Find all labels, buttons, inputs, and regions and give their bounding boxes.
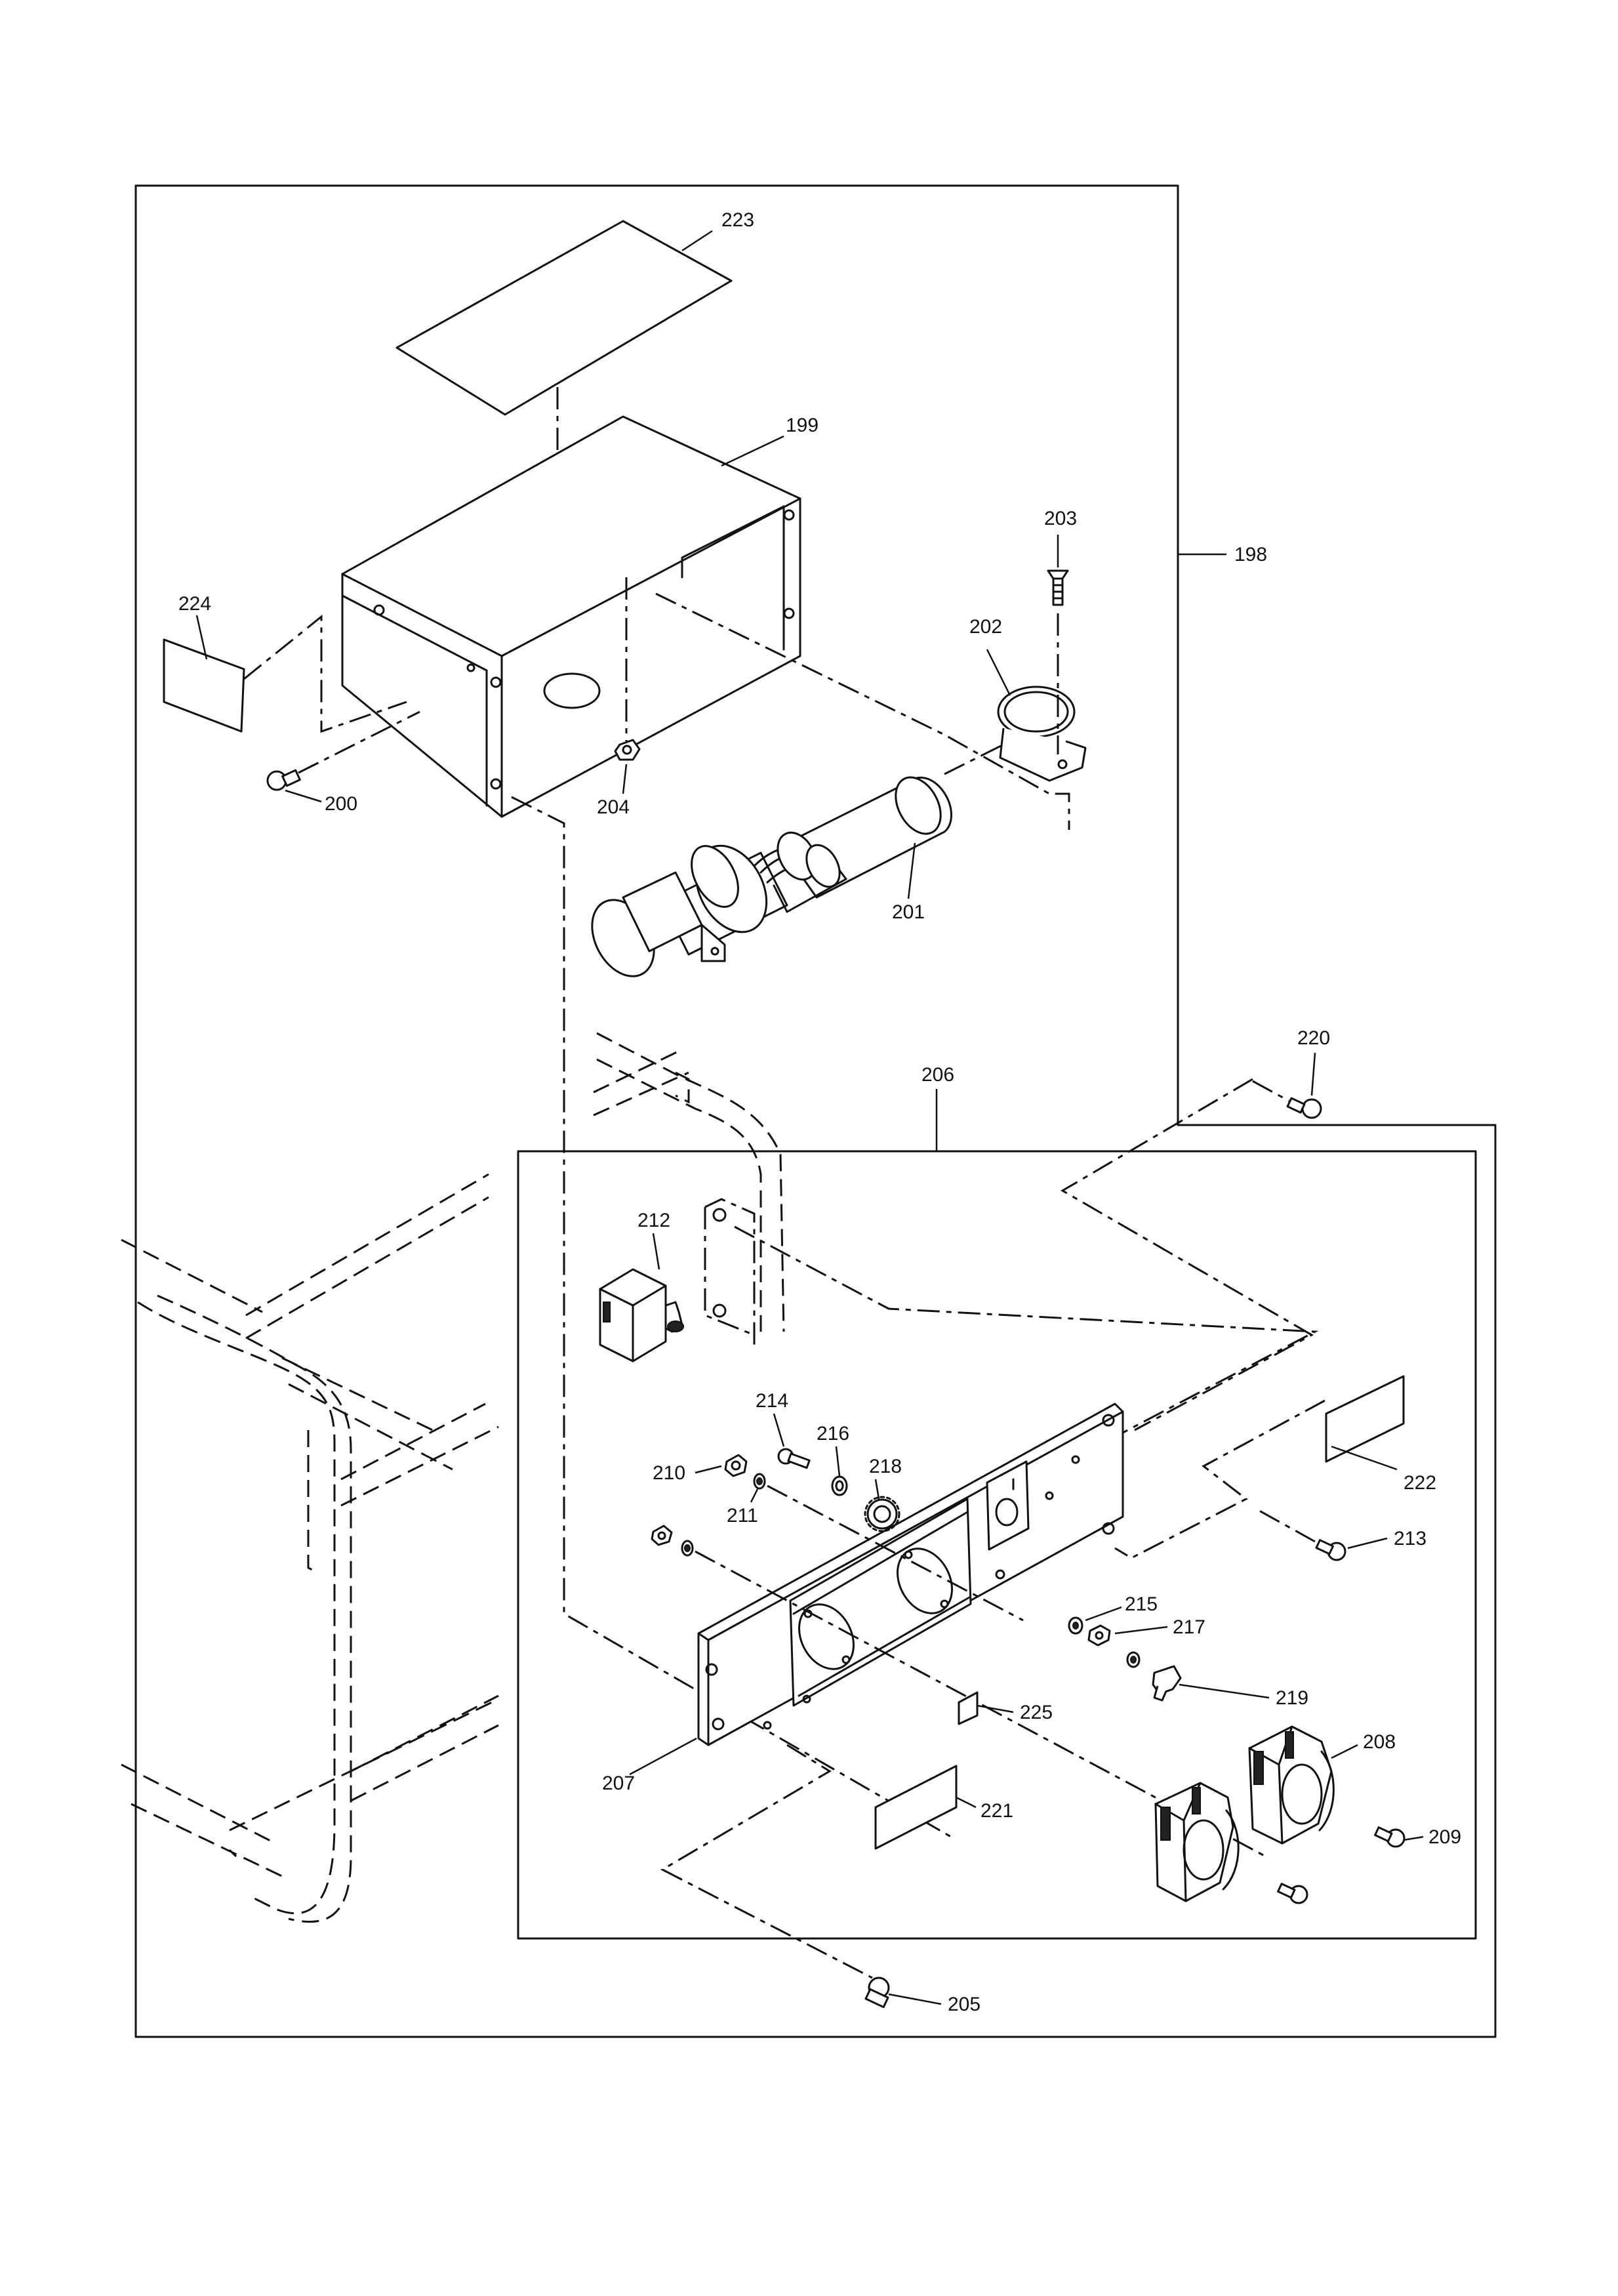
label-224 xyxy=(163,638,245,733)
capacitor-box-199 xyxy=(341,415,801,818)
nut-210 xyxy=(724,1454,748,1477)
callout-215: 215 xyxy=(1125,1593,1158,1615)
washer-215 xyxy=(1068,1616,1083,1635)
callout-222: 222 xyxy=(1404,1472,1436,1494)
callout-213: 213 xyxy=(1394,1528,1426,1549)
screw-200 xyxy=(266,769,301,791)
washer-211 xyxy=(753,1473,766,1490)
callout-223: 223 xyxy=(721,209,754,231)
callout-221: 221 xyxy=(981,1800,1013,1822)
callout-labels: 223 199 198 203 202 224 200 204 201 220 … xyxy=(178,209,1461,2015)
callout-200: 200 xyxy=(325,793,357,815)
outlet-208 xyxy=(1248,1725,1335,1845)
label-222 xyxy=(1325,1375,1405,1463)
callout-204: 204 xyxy=(597,796,630,818)
callout-207: 207 xyxy=(602,1773,635,1794)
callout-198: 198 xyxy=(1234,544,1267,565)
callout-219: 219 xyxy=(1276,1687,1308,1709)
screw-209-lower xyxy=(1277,1883,1308,1904)
callout-210: 210 xyxy=(653,1462,685,1484)
outlet-208-lower xyxy=(1154,1782,1240,1902)
gear-washer-218 xyxy=(864,1496,900,1532)
callout-217: 217 xyxy=(1173,1616,1205,1638)
screw-214 xyxy=(777,1448,811,1469)
label-225 xyxy=(958,1691,979,1725)
callout-214: 214 xyxy=(756,1390,788,1412)
screw-220 xyxy=(1286,1097,1322,1119)
circuit-breaker-212 xyxy=(599,1268,684,1363)
callout-203: 203 xyxy=(1044,508,1077,529)
callout-209: 209 xyxy=(1428,1826,1461,1848)
label-sheet-223 xyxy=(395,220,733,416)
callout-208: 208 xyxy=(1363,1731,1396,1753)
callout-212: 212 xyxy=(637,1210,670,1231)
callout-201: 201 xyxy=(892,901,925,923)
assembly-206-boundary xyxy=(517,1150,1477,1940)
callout-206: 206 xyxy=(921,1064,954,1086)
clamp-202 xyxy=(997,686,1087,782)
callout-202: 202 xyxy=(969,616,1002,638)
screw-213 xyxy=(1315,1539,1346,1561)
label-221 xyxy=(874,1765,958,1850)
ground-terminal-219 xyxy=(1152,1665,1182,1702)
spacer-216 xyxy=(831,1475,848,1496)
callout-225: 225 xyxy=(1020,1702,1053,1723)
callout-218: 218 xyxy=(869,1456,902,1477)
control-panel-207 xyxy=(697,1403,1124,1746)
callout-199: 199 xyxy=(786,415,819,436)
capacitor-201 xyxy=(591,776,952,977)
screw-209 xyxy=(1374,1826,1406,1848)
nut-217 xyxy=(1087,1624,1111,1647)
generator-frame-outline xyxy=(121,1032,785,1923)
callout-211: 211 xyxy=(727,1505,758,1527)
callout-205: 205 xyxy=(948,1994,981,2015)
assembly-198-boundary xyxy=(134,184,1497,2038)
callout-224: 224 xyxy=(178,593,211,615)
screw-203 xyxy=(1047,569,1069,606)
callout-216: 216 xyxy=(817,1423,849,1445)
nut-204 xyxy=(614,739,641,761)
screw-205 xyxy=(864,1977,890,2009)
callout-220: 220 xyxy=(1297,1027,1330,1049)
